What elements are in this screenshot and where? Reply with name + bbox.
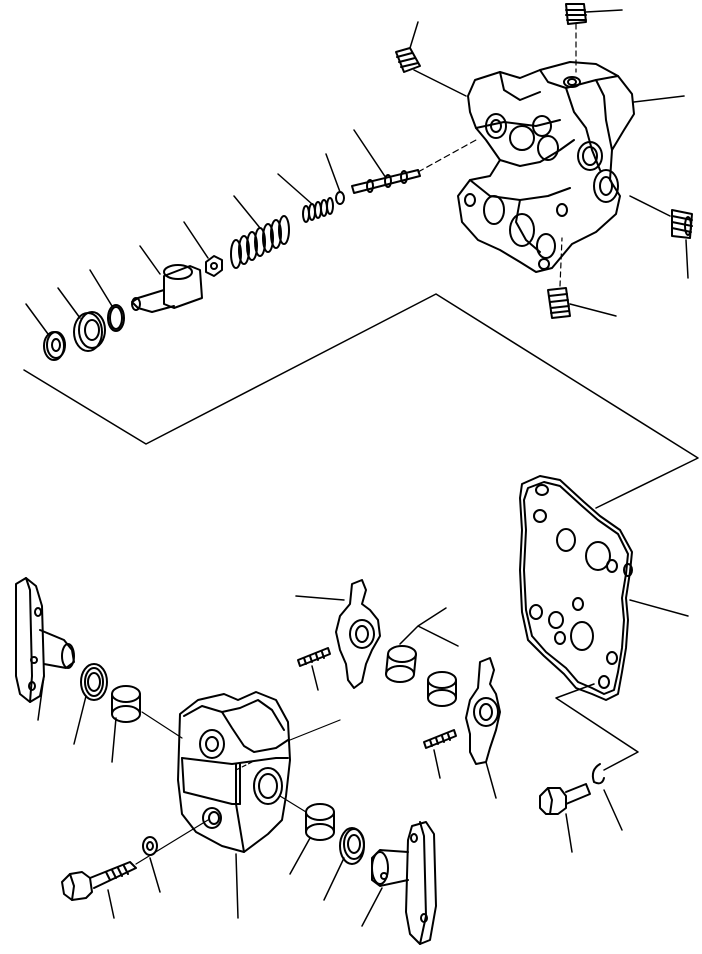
washer <box>142 836 161 893</box>
bolt <box>539 783 591 853</box>
plug <box>547 237 617 319</box>
spring-pin <box>423 729 457 779</box>
bushing <box>427 671 457 707</box>
seal <box>323 827 365 901</box>
housing <box>177 691 291 919</box>
assembly-connection-line <box>23 293 699 509</box>
valve-body <box>457 61 635 273</box>
large-spring <box>230 195 290 269</box>
assembly-connection-line <box>289 719 341 741</box>
assembly-connection-line <box>555 683 639 771</box>
plug <box>629 195 693 279</box>
bolt <box>61 819 209 919</box>
lever-left <box>295 579 381 689</box>
retainer <box>325 153 345 205</box>
plug <box>565 3 623 73</box>
leader-line <box>399 607 459 647</box>
flange-bracket <box>361 821 437 945</box>
oil-seal <box>57 287 106 352</box>
flange-bracket <box>15 577 75 721</box>
piston <box>131 245 203 313</box>
plug <box>395 21 467 97</box>
spring-pin <box>297 647 331 691</box>
spool <box>351 129 477 194</box>
snap-ring <box>591 763 623 831</box>
bushing <box>279 795 335 875</box>
washer <box>25 303 66 361</box>
gasket <box>519 475 689 701</box>
lever-right <box>465 657 501 799</box>
leader-line <box>633 95 685 103</box>
o-ring <box>89 269 125 332</box>
seal <box>73 663 108 745</box>
bushing <box>111 685 183 763</box>
retainer <box>183 221 223 277</box>
bushing <box>385 645 417 683</box>
small-spring <box>277 173 334 223</box>
